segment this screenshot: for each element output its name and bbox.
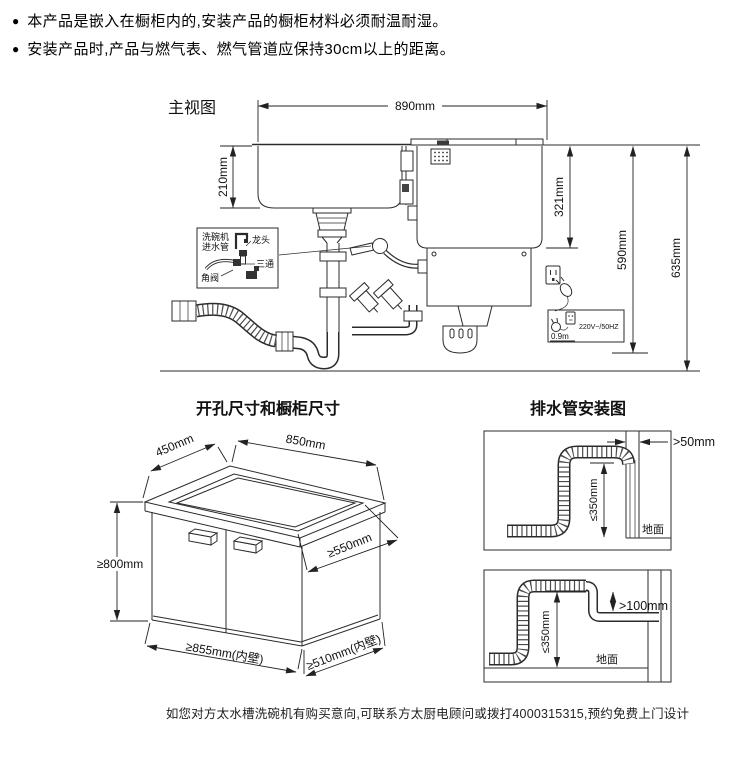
drain-view: 排水管安装图 >50mm ≤350mm 地面 [483, 399, 715, 683]
wall [647, 570, 662, 682]
floor-label: 地面 [596, 653, 618, 666]
sink-drain-pipe [319, 243, 347, 334]
sink-drain-assembly [312, 207, 352, 244]
cutout-rim [167, 473, 365, 532]
dim-inner-width-label: ≥855mm(内壁) [185, 638, 265, 666]
angle-valve [372, 278, 403, 310]
dim-inner-depth-label: ≥550mm [325, 530, 373, 560]
cord-length-label: 0.9m [551, 332, 569, 341]
power-spec-label: 220V~/50HZ [579, 324, 619, 331]
faucet-label: 龙头 [252, 234, 270, 245]
cutout-hole [175, 477, 357, 528]
drain-view-title: 排水管安装图 [530, 399, 626, 418]
max-height-label: ≤350mm [588, 479, 600, 522]
mini-hose-icon [204, 258, 241, 271]
callout-line [278, 245, 372, 256]
drain-diagram-wall: >100mm ≤350mm 地面 [483, 569, 672, 683]
standpipe [625, 431, 640, 538]
clearance-label: >100mm [619, 599, 668, 613]
note-item: ● 安装产品时,产品与燃气表、燃气管道应保持30cm以上的距离。 [12, 41, 712, 58]
pump-unit [426, 247, 532, 354]
cabinet-view-title: 开孔尺寸和橱柜尺寸 [196, 399, 340, 418]
faucet-connector [349, 238, 428, 274]
drain-hose [489, 579, 586, 666]
cabinet-body [151, 512, 381, 647]
pipe-dia-label: >50mm [673, 435, 715, 449]
socket-glyph-icon [565, 311, 576, 325]
installation-notes: ● 本产品是嵌入在橱柜内的,安装产品的橱柜材料必须耐温耐湿。 ● 安装产品时,产… [12, 13, 712, 70]
dim-height-label: ≥800mm [97, 557, 144, 571]
drain-hose [507, 445, 635, 538]
note-text: 安装产品时,产品与燃气表、燃气管道应保持30cm以上的距离。 [27, 41, 456, 59]
door-handle [232, 536, 264, 554]
main-view: 主视图 890mm [160, 99, 700, 372]
cabinet-view: 开孔尺寸和橱柜尺寸 [92, 399, 399, 677]
bullet-icon: ● [12, 14, 20, 28]
power-plug-icon [554, 276, 573, 312]
max-height-label: ≤350mm [540, 611, 552, 654]
bullet-icon: ● [12, 42, 20, 57]
mounting-clip [407, 205, 418, 221]
inlet-label-line1: 洗碗机 [202, 231, 229, 242]
dishwasher-lid [410, 138, 544, 146]
drain-diagram-standpipe: >50mm ≤350mm 地面 [483, 430, 715, 551]
technical-drawing: 主视图 890mm [92, 99, 716, 683]
dim-sink-depth-label: 210mm [216, 157, 230, 197]
angle-valve [348, 281, 379, 313]
vent-grid-icon [430, 148, 451, 165]
contact-footer: 如您对方太水槽洗碗机有购买意向,可联系方太厨电顾问或拨打4000315315,预… [165, 707, 690, 721]
note-item: ● 本产品是嵌入在橱柜内的,安装产品的橱柜材料必须耐温耐湿。 [12, 13, 712, 30]
dishwasher-drain-pipe [352, 305, 423, 336]
inlet-callout-box: 洗碗机 进水管 龙头 三通 角阀 [196, 227, 279, 289]
door-handle [187, 528, 219, 546]
inlet-label-line2: 进水管 [202, 241, 229, 252]
plug-glyph-icon [551, 322, 561, 332]
note-text: 本产品是嵌入在橱柜内的,安装产品的橱柜材料必须耐温耐湿。 [27, 13, 448, 30]
floor-label: 地面 [642, 523, 664, 536]
mini-faucet-icon [234, 232, 249, 249]
dim-under-counter-label: 590mm [615, 230, 629, 270]
power-spec-box: 220V~/50HZ 0.9m [547, 309, 625, 343]
drain-hose [171, 300, 278, 348]
u-trap [275, 331, 340, 370]
power-socket-icon [545, 265, 561, 285]
main-view-title: 主视图 [168, 99, 216, 117]
dim-width-label: 890mm [395, 99, 435, 113]
tee-label: 三通 [256, 259, 274, 269]
sink-bowl [257, 146, 407, 209]
wall-pipe [585, 581, 659, 622]
dishwasher-body [399, 146, 543, 249]
dim-dw-upper-label: 321mm [552, 177, 566, 217]
dim-width-label: 850mm [285, 432, 327, 453]
dim-overall-label: 635mm [669, 238, 683, 278]
angle-valve-label: 角阀 [201, 272, 219, 283]
mounting-clip [400, 150, 414, 172]
